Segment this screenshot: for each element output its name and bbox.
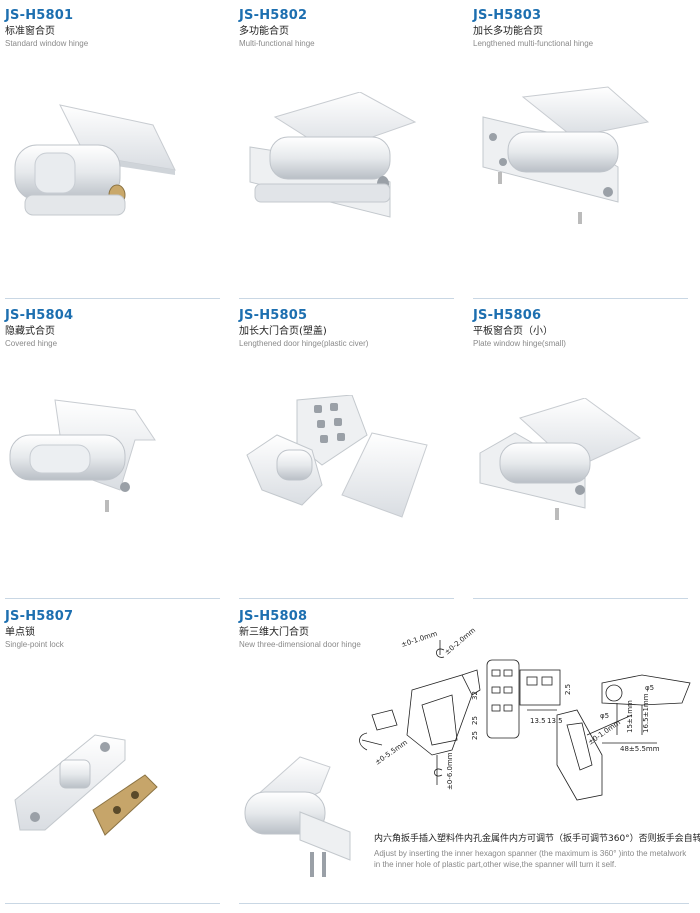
product-code: JS-H5804 [5, 308, 74, 323]
product-h5802: JS-H5802 多功能合页 Multi-functional hinge [239, 8, 454, 49]
plate-window-hinge-image [479, 398, 641, 520]
product-code: JS-H5803 [473, 8, 542, 23]
product-name-cn: 加长多功能合页 [473, 26, 543, 37]
dim-label: 15±1mm [626, 700, 634, 733]
divider [5, 903, 220, 904]
dim-label: 16.5±1mm [642, 693, 650, 733]
product-name-en: Standard window hinge [5, 39, 89, 48]
product-h5807: JS-H5807 单点锁 Single-point lock [5, 609, 220, 650]
product-code: JS-H5808 [239, 609, 308, 624]
product-name-en: Plate window hinge(small) [473, 339, 566, 348]
adjustment-technical-drawing: ±0-1.0mm ±0-2.0mm ±0-5.5mm ±0-6.0mm 2.5 … [359, 626, 691, 801]
divider [5, 598, 220, 599]
product-name-en: Covered hinge [5, 339, 58, 348]
divider [473, 298, 688, 299]
dim-label: 13.5 [530, 717, 546, 725]
covered-hinge-image [9, 399, 156, 512]
multi-functional-hinge-image [249, 92, 417, 218]
dim-label: 32 [471, 691, 479, 700]
divider [239, 903, 689, 904]
product-name-cn: 新三维大门合页 [239, 627, 309, 638]
product-name-cn: 加长大门合页(塑盖) [239, 326, 327, 337]
product-code: JS-H5807 [5, 609, 74, 624]
adjustment-note: 内六角扳手插入塑料件内孔金属件内方可调节（扳手可调节360°）否则扳手会自转! … [374, 833, 700, 870]
divider [5, 298, 220, 299]
dim-label: φ5 [645, 684, 654, 692]
product-code: JS-H5806 [473, 308, 542, 323]
product-code: JS-H5801 [5, 8, 74, 23]
adjustment-note-en: Adjust by inserting the inner hexagon sp… [374, 848, 694, 870]
product-name-en: Lengthened multi-functional hinge [473, 39, 594, 48]
product-name-en: Multi-functional hinge [239, 39, 315, 48]
lengthened-multi-functional-hinge-image [482, 86, 650, 224]
product-h5806: JS-H5806 平板窗合页（小） Plate window hinge(sma… [473, 308, 688, 349]
divider [239, 298, 454, 299]
dim-label: ±0-6.0mm [446, 752, 454, 790]
product-name-en: Single-point lock [5, 640, 64, 649]
adjustment-note-cn: 内六角扳手插入塑料件内孔金属件内方可调节（扳手可调节360°）否则扳手会自转! [374, 834, 700, 844]
dim-label: 13.5 [547, 717, 563, 725]
product-h5804: JS-H5804 隐藏式合页 Covered hinge [5, 308, 220, 349]
dim-label: 2.5 [564, 684, 572, 695]
dim-label: ±0-1.0mm [400, 630, 438, 649]
product-name-en: Lengthened door hinge(plastic civer) [239, 339, 369, 348]
product-name-cn: 单点锁 [5, 627, 35, 638]
product-name-cn: 多功能合页 [239, 26, 289, 37]
adjustment-note-en-line2: in the inner hole of plastic part,other … [374, 860, 617, 869]
product-name-en: New three-dimensional door hinge [239, 640, 361, 649]
product-h5801: JS-H5801 标准窗合页 Standard window hinge [5, 8, 220, 49]
adjustment-note-en-line1: Adjust by inserting the inner hexagon sp… [374, 849, 687, 858]
dim-label: φ5 [600, 712, 609, 720]
standard-window-hinge-image [14, 104, 176, 216]
divider [473, 598, 688, 599]
lengthened-door-hinge-image [246, 395, 428, 518]
product-name-cn: 隐藏式合页 [5, 326, 55, 337]
dim-label: ±0-5.5mm [374, 738, 410, 766]
divider [239, 598, 454, 599]
product-name-cn: 标准窗合页 [5, 26, 55, 37]
dim-label: 25 [471, 731, 479, 740]
dim-label: 25 [471, 716, 479, 725]
product-h5805: JS-H5805 加长大门合页(塑盖) Lengthened door hing… [239, 308, 454, 349]
single-point-lock-image [14, 734, 158, 836]
product-code: JS-H5805 [239, 308, 308, 323]
dim-label: 48±5.5mm [620, 745, 660, 753]
three-dimensional-door-hinge-image [244, 756, 351, 877]
product-code: JS-H5802 [239, 8, 308, 23]
dim-label: ±0-2.0mm [443, 626, 477, 656]
product-h5803: JS-H5803 加长多功能合页 Lengthened multi-functi… [473, 8, 688, 49]
product-h5808: JS-H5808 新三维大门合页 New three-dimensional d… [239, 609, 454, 650]
product-name-cn: 平板窗合页（小） [473, 326, 553, 337]
